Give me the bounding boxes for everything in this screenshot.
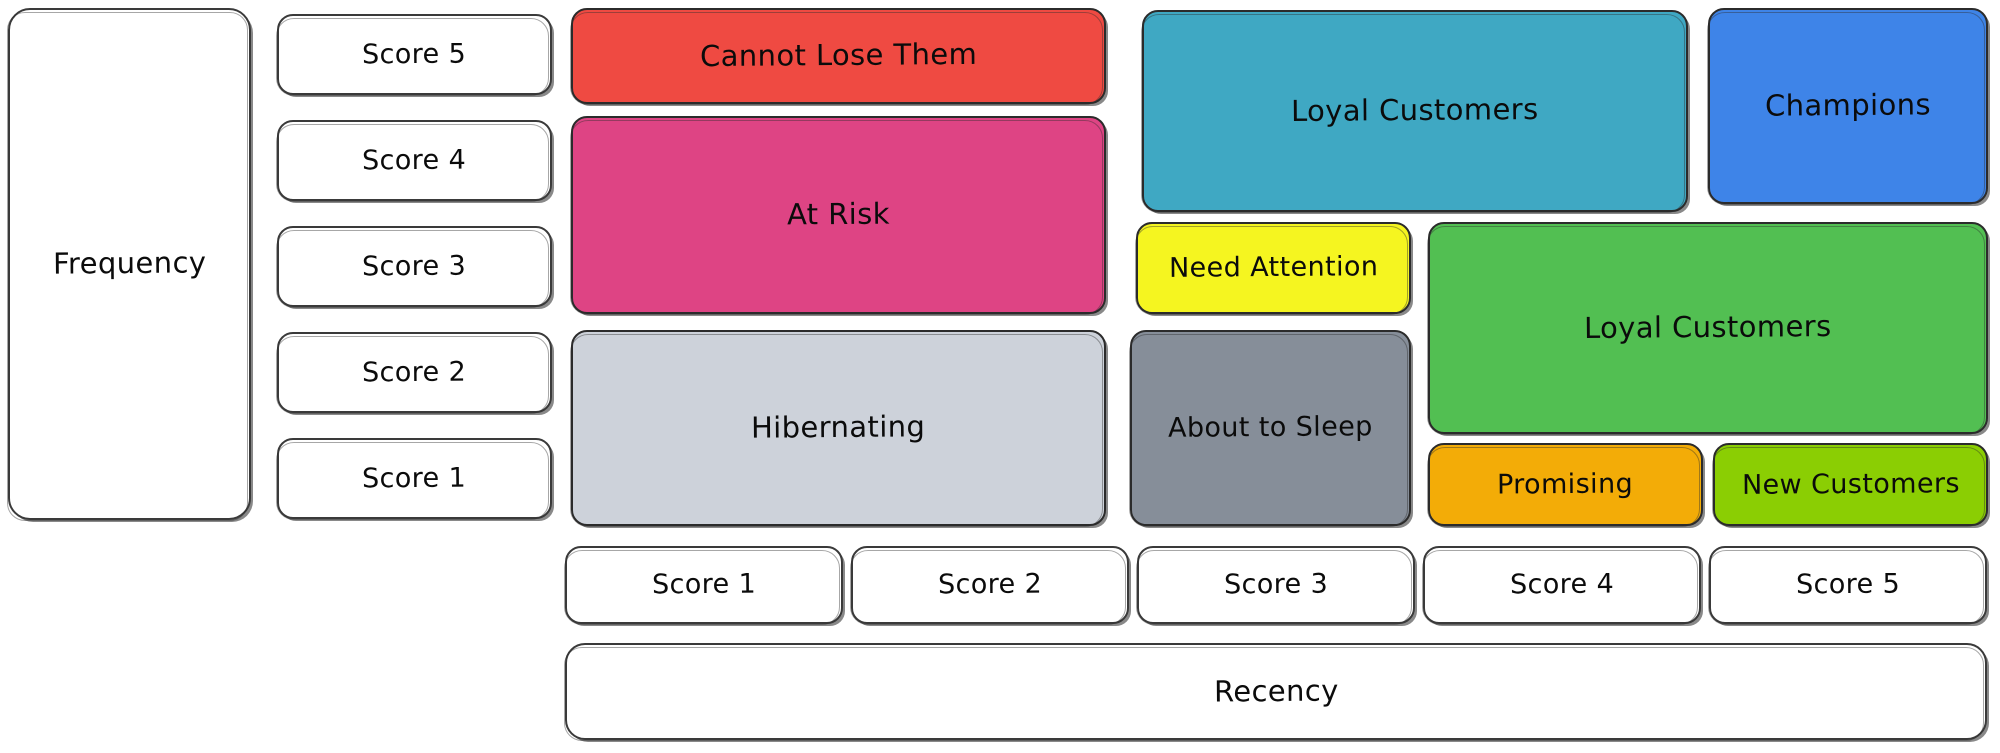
x-axis-tick-label: Score 3 [1223,569,1329,601]
segment-label: Need Attention [1168,251,1379,285]
y-axis-tick-score-1: Score 1 [276,438,552,520]
y-axis-label-frequency: Frequency [7,8,251,521]
y-axis-tick-score-4: Score 4 [276,120,552,202]
y-axis-tick-score-3: Score 3 [276,226,552,308]
segment-at-risk[interactable]: At Risk [570,116,1106,315]
y-axis-tick-label: Score 3 [362,250,467,283]
segment-promising[interactable]: Promising [1427,443,1703,527]
x-axis-tick-label: Score 1 [651,569,757,601]
segment-label: Hibernating [751,409,926,446]
segment-cannot-lose-them[interactable]: Cannot Lose Them [570,8,1106,105]
segment-loyal-customers-green[interactable]: Loyal Customers [1427,222,1988,435]
segment-about-to-sleep[interactable]: About to Sleep [1129,330,1411,527]
y-axis-tick-label: Score 4 [362,144,467,177]
segment-label: New Customers [1741,468,1960,501]
y-axis-tick-score-5: Score 5 [276,14,552,96]
x-axis-label-recency: Recency [564,643,1987,741]
segment-label: Promising [1497,468,1634,501]
x-axis-tick-score-3: Score 3 [1136,546,1415,625]
y-axis-tick-label: Score 1 [362,462,467,495]
segment-label: About to Sleep [1168,411,1373,445]
segment-new-customers[interactable]: New Customers [1712,443,1988,527]
x-axis-tick-score-1: Score 1 [564,546,843,625]
segment-label: Cannot Lose Them [699,37,978,74]
segment-need-attention[interactable]: Need Attention [1135,222,1411,315]
segment-label: Champions [1764,87,1932,123]
x-axis-tick-score-4: Score 4 [1422,546,1701,625]
segment-label: Loyal Customers [1584,309,1832,346]
y-axis-tick-label: Score 2 [362,356,467,389]
x-axis-tick-label: Score 4 [1509,569,1615,601]
x-axis-tick-score-5: Score 5 [1708,546,1987,625]
segment-label: At Risk [786,196,891,232]
x-axis-tick-label: Score 5 [1795,569,1901,601]
segment-label: Loyal Customers [1291,92,1539,129]
segment-hibernating[interactable]: Hibernating [570,330,1106,527]
y-axis-label-text: Frequency [52,245,207,281]
x-axis-tick-score-2: Score 2 [850,546,1129,625]
x-axis-tick-label: Score 2 [937,569,1043,601]
x-axis-label-text: Recency [1213,673,1339,709]
y-axis-tick-label: Score 5 [362,38,467,71]
y-axis-tick-score-2: Score 2 [276,332,552,414]
segment-champions[interactable]: Champions [1707,8,1988,205]
segment-loyal-customers-teal[interactable]: Loyal Customers [1141,10,1688,213]
